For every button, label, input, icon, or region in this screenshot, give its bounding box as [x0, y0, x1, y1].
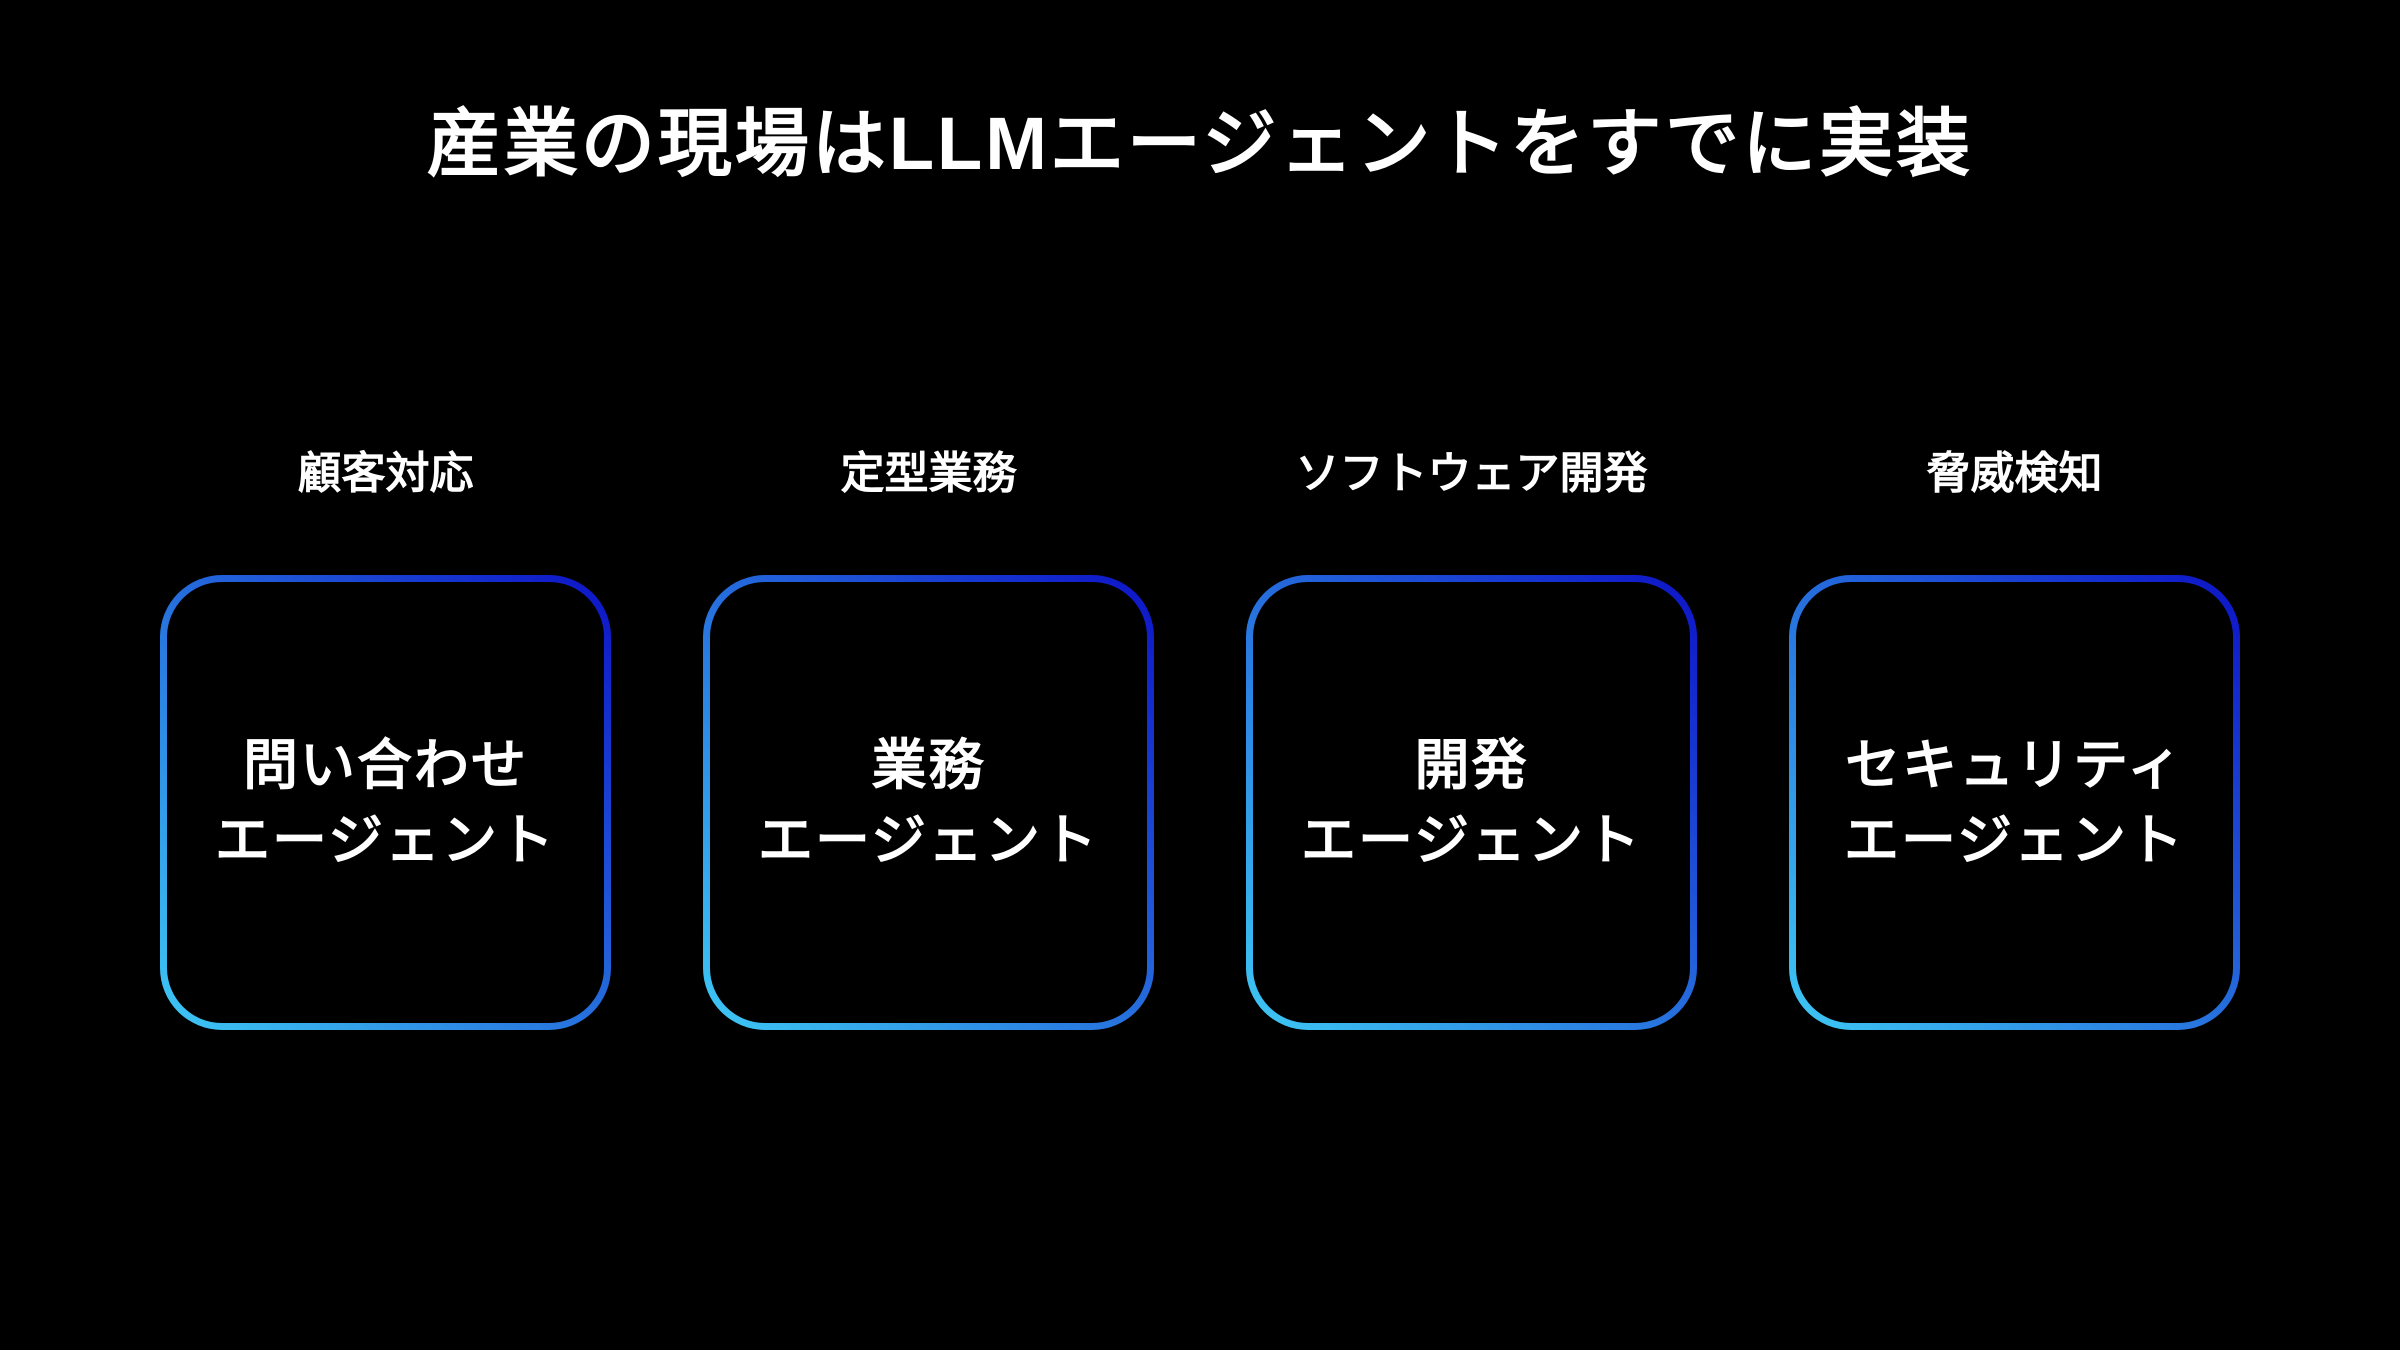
agent-name-line1: 問い合わせ — [242, 733, 528, 796]
inquiry-agent-card-inner: 問い合わせ エージェント — [167, 582, 604, 1023]
inquiry-agent-card: 問い合わせ エージェント — [160, 575, 611, 1030]
development-agent-card: 開発 エージェント — [1246, 575, 1697, 1030]
column-routine-tasks: 定型業務 業務 エージェント — [703, 448, 1154, 1030]
slide-title: 産業の現場はLLMエージェントをすでに実装 — [426, 102, 1974, 185]
category-label-threat-detection: 脅威検知 — [1926, 449, 2103, 498]
operations-agent-card-inner: 業務 エージェント — [710, 582, 1147, 1023]
column-threat-detection: 脅威検知 セキュリティ エージェント — [1789, 448, 2240, 1030]
agent-name-line2: エージェント — [1844, 808, 2185, 871]
agent-name-line1: 業務 — [871, 733, 986, 796]
agent-name-line2: エージェント — [1301, 808, 1642, 871]
column-customer-support: 顧客対応 問い合わせ エージェント — [160, 448, 611, 1030]
column-software-development: ソフトウェア開発 開発 エージェント — [1246, 448, 1697, 1030]
development-agent-card-inner: 開発 エージェント — [1253, 582, 1690, 1023]
agent-name-line2: エージェント — [758, 808, 1099, 871]
security-agent-card: セキュリティ エージェント — [1789, 575, 2240, 1030]
agent-columns: 顧客対応 問い合わせ エージェント 定型業務 業務 エージェント ソフトウェア開… — [160, 448, 2240, 1030]
agent-name-line1: 開発 — [1414, 733, 1529, 796]
category-label-software-development: ソフトウェア開発 — [1295, 449, 1648, 498]
category-label-routine-tasks: 定型業務 — [840, 449, 1017, 498]
agent-name-line1: セキュリティ — [1845, 733, 2184, 796]
security-agent-card-inner: セキュリティ エージェント — [1796, 582, 2233, 1023]
agent-name-line2: エージェント — [215, 808, 556, 871]
operations-agent-card: 業務 エージェント — [703, 575, 1154, 1030]
category-label-customer-support: 顧客対応 — [297, 449, 474, 498]
